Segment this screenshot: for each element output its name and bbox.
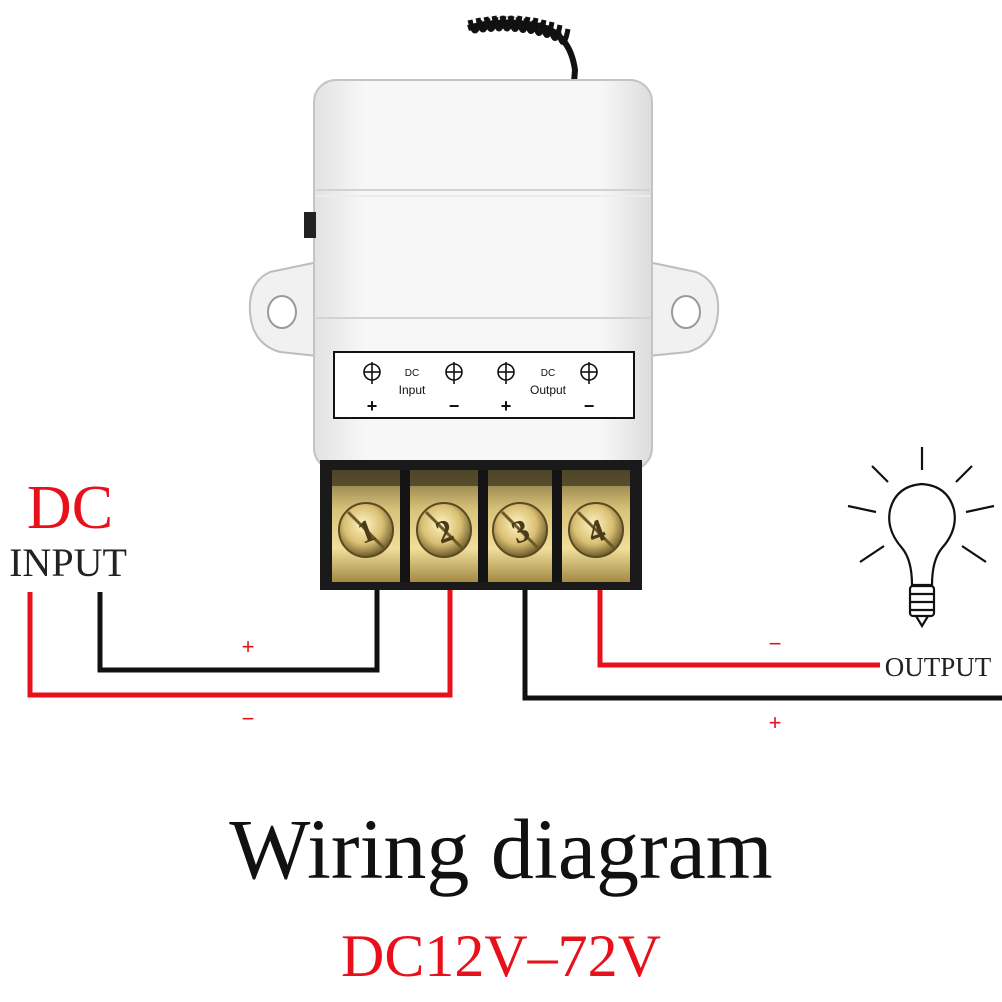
terminal-label-panel: DC Input DC Output + − + − <box>333 351 635 419</box>
dc-label: DC <box>27 474 113 542</box>
label-dc-left: DC <box>405 368 419 379</box>
label-minus-2: − <box>449 396 460 416</box>
wire-output-negative <box>597 590 880 668</box>
label-input: Input <box>399 383 426 397</box>
page-title: Wiring diagram <box>229 801 772 897</box>
wire-label-input-negative: − <box>242 706 255 731</box>
terminal-screw-2: 2 <box>416 502 472 558</box>
terminal-screw-4: 4 <box>568 502 624 558</box>
label-output: Output <box>530 383 567 397</box>
wire-label-input-positive: + <box>242 634 255 659</box>
side-button <box>304 212 316 238</box>
wire-label-output-negative: − <box>769 631 782 656</box>
label-minus-4: − <box>584 396 595 416</box>
mounting-ear-left <box>248 260 319 358</box>
output-label: OUTPUT <box>885 652 992 682</box>
label-plus-1: + <box>367 396 378 416</box>
terminal-screw-3: 3 <box>492 502 548 558</box>
page-subtitle: DC12V–72V <box>341 923 661 989</box>
wires <box>27 590 1002 701</box>
terminal-screw-1: 1 <box>338 502 394 558</box>
label-dc-right: DC <box>541 368 555 379</box>
input-label: INPUT <box>9 540 127 585</box>
wire-input-negative <box>27 590 453 698</box>
light-bulb-icon <box>847 447 995 629</box>
label-plus-3: + <box>501 396 512 416</box>
wire-label-output-positive: + <box>769 710 782 735</box>
wire-output-positive <box>522 590 1002 701</box>
wire-input-positive <box>97 590 380 673</box>
antenna-coil-icon <box>467 15 579 83</box>
mounting-ear-right <box>647 260 720 358</box>
